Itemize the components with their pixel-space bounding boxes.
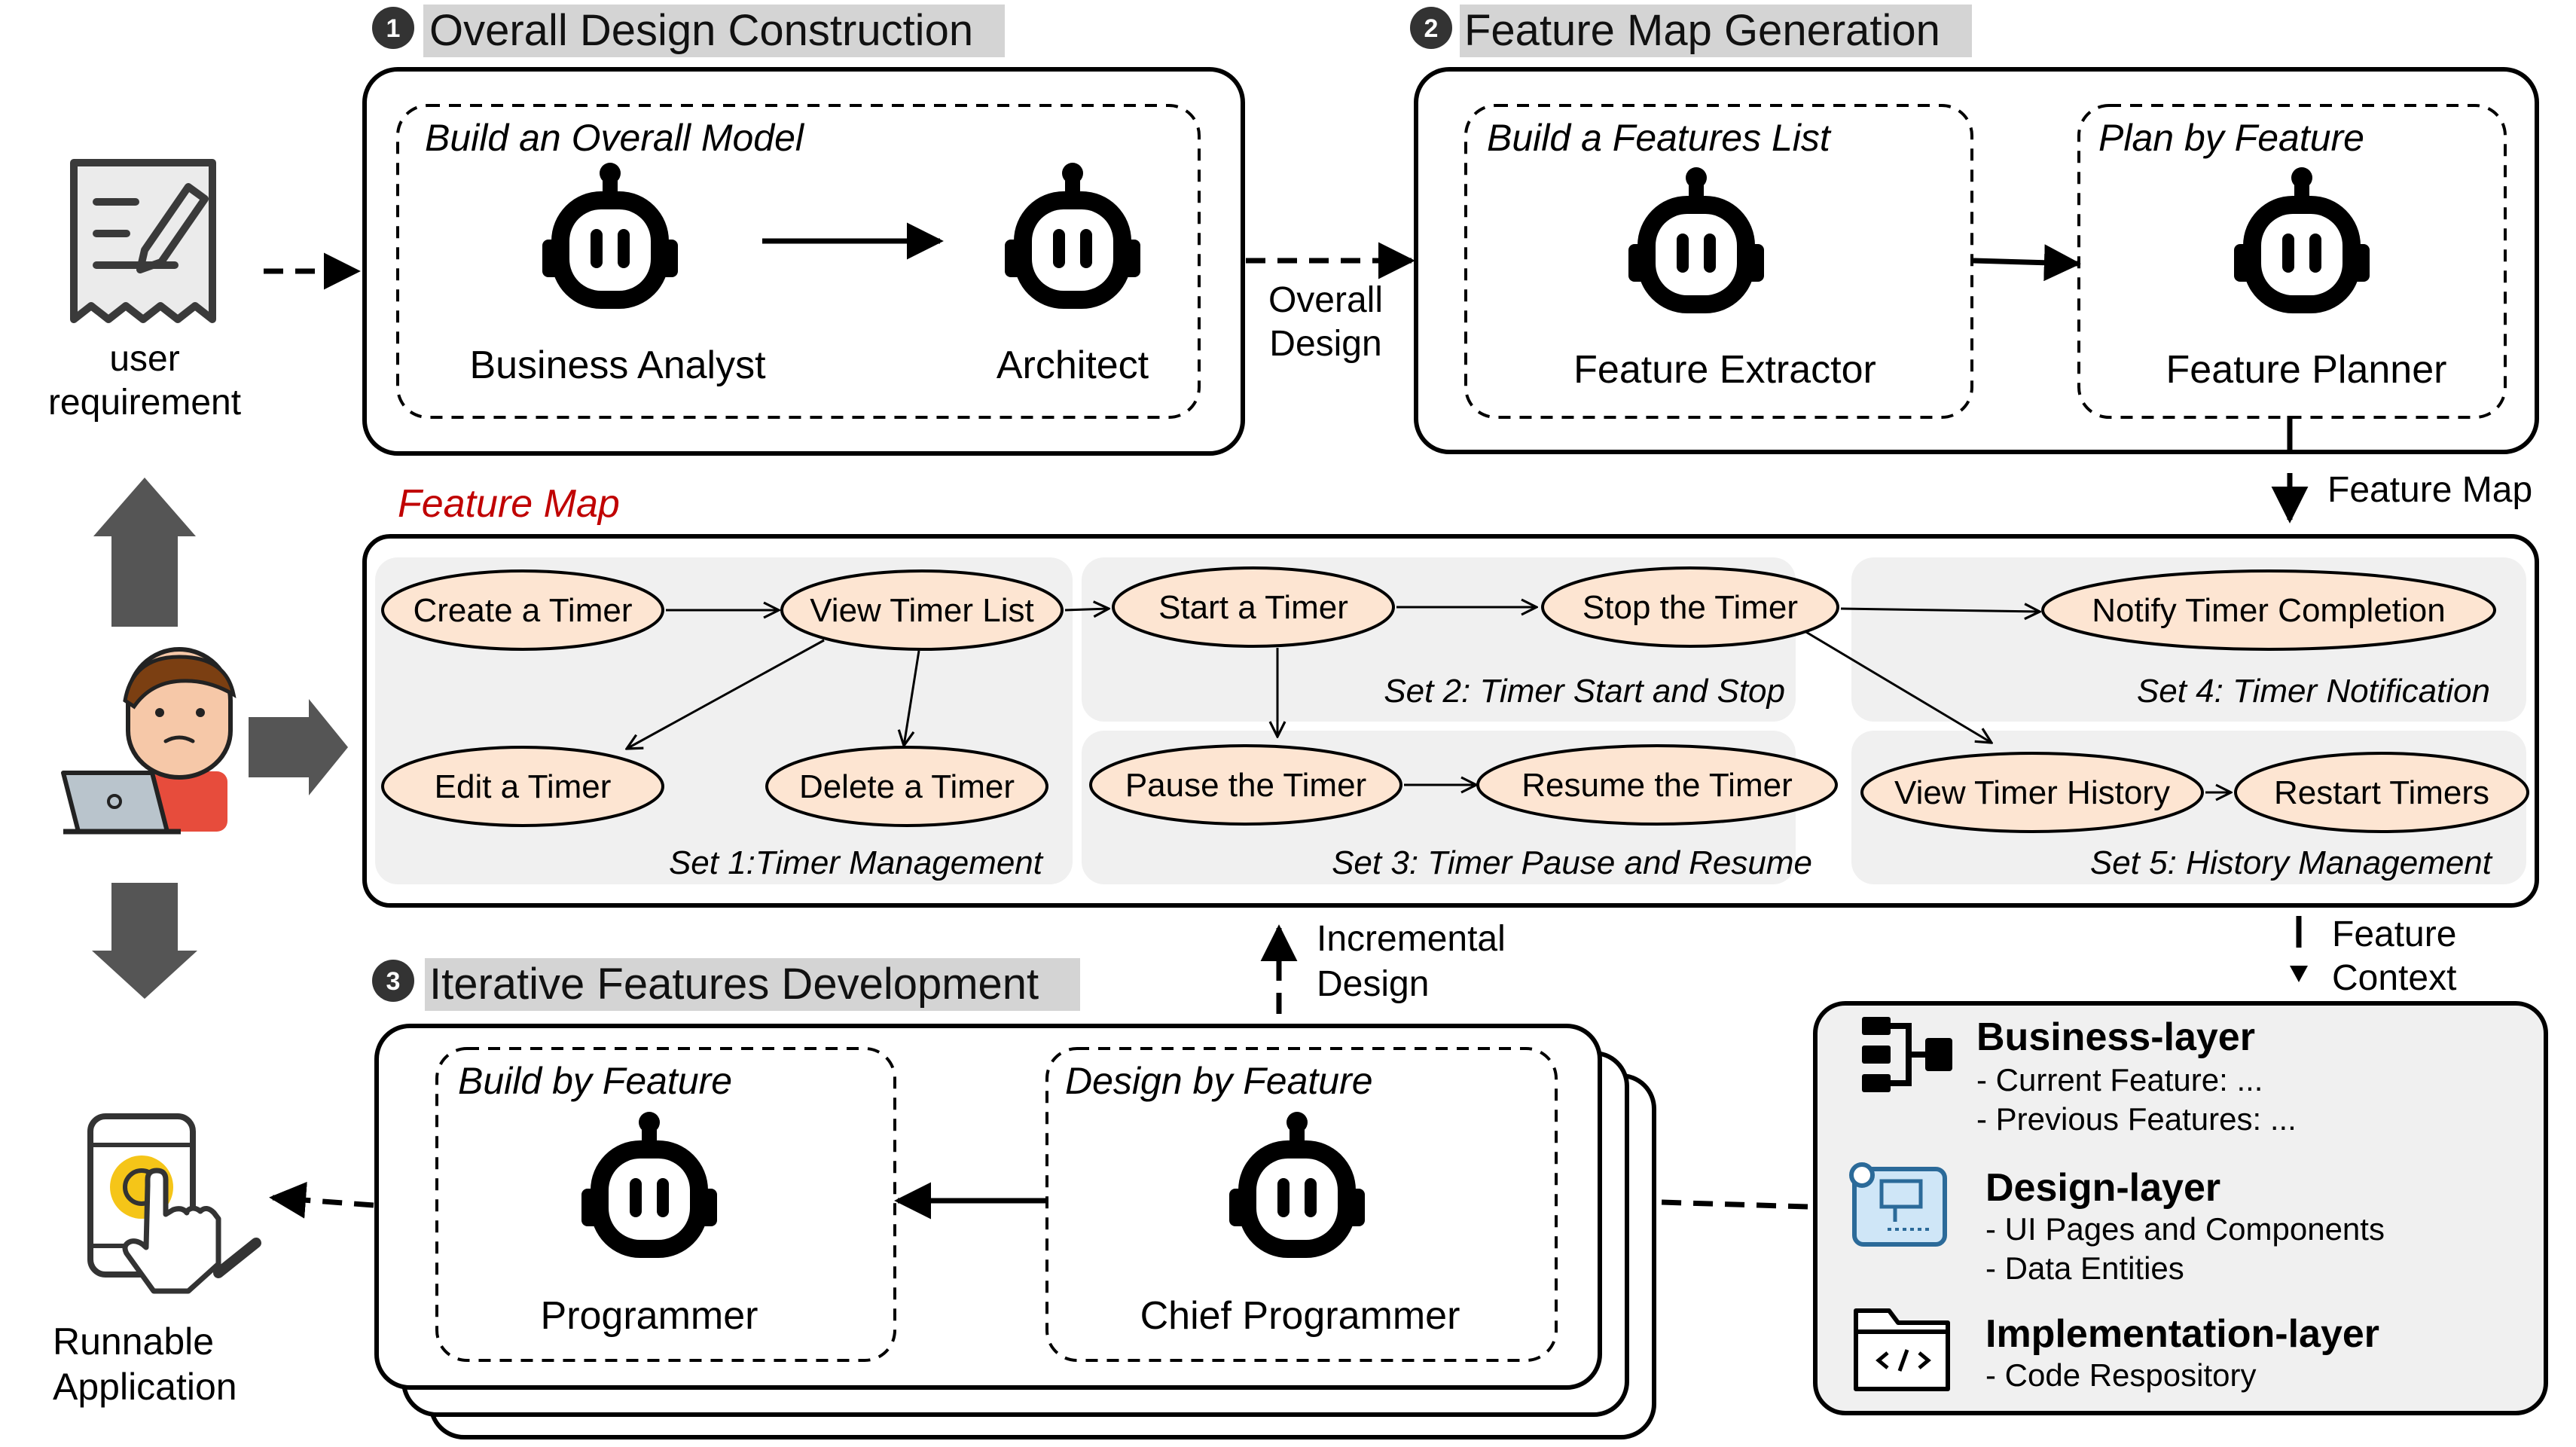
overall-model-label: Build an Overall Model [425, 117, 805, 159]
design-by-feature-label: Design by Feature [1065, 1060, 1373, 1102]
implementation-layer-folder-icon [1854, 1308, 1950, 1391]
design-layer-item-1: - UI Pages and Components [1985, 1211, 2385, 1247]
business-analyst-label: Business Analyst [469, 343, 766, 387]
down-gray-arrow [92, 883, 197, 999]
build-by-feature-label: Build by Feature [458, 1060, 732, 1102]
stage3-to-app-arrow [269, 1181, 374, 1219]
implementation-layer-title: Implementation-layer [1985, 1312, 2379, 1356]
business-layer-item-2: - Previous Features: ... [1976, 1101, 2297, 1137]
business-layer-item-1: - Current Feature: ... [1976, 1062, 2263, 1097]
feature-edge [1064, 609, 1109, 610]
stage3-title: Iterative Features Development [429, 960, 1039, 1009]
feature-node-label: Stop the Timer [1583, 589, 1798, 626]
feature-node [1112, 566, 1395, 648]
stage2-title-bg [1460, 5, 1972, 57]
feature-node [2234, 752, 2529, 833]
stage1-box [362, 67, 1245, 456]
architect-label: Architect [997, 343, 1149, 387]
design-layer-blueprint-icon [1849, 1162, 1947, 1247]
user-requirement-label-line1: user [109, 339, 179, 379]
incremental-design-label-line2: Design [1317, 964, 1429, 1004]
feature-map-title: Feature Map [398, 482, 620, 526]
feature-node [1541, 566, 1839, 648]
up-gray-arrow [93, 478, 196, 627]
developer-person-icon [61, 647, 237, 835]
feature-edge [1840, 609, 2040, 612]
stage2-number: 2 [1424, 14, 1439, 43]
feature-node [1476, 744, 1838, 826]
feature-context-label-line2: Context [2332, 958, 2456, 998]
features-list-label: Build a Features List [1487, 117, 1832, 159]
feature-node [381, 746, 664, 827]
stage2-number-badge [1410, 7, 1452, 49]
chief-programmer-label: Chief Programmer [1140, 1294, 1460, 1338]
implementation-layer-item-1: - Code Respository [1985, 1357, 2256, 1393]
feature-extractor-label: Feature Extractor [1573, 348, 1876, 392]
feature-node-label: Pause the Timer [1125, 767, 1366, 804]
feature-node-label: View Timer History [1894, 774, 2170, 811]
business-layer-title: Business-layer [1976, 1015, 2255, 1059]
feature-edge [904, 650, 920, 746]
stage2-title: Feature Map Generation [1464, 6, 1940, 55]
features-list-box [1464, 104, 1973, 419]
business-layer-icon [1862, 1017, 1952, 1092]
feature-node-label: Edit a Timer [435, 768, 612, 805]
feature-set-3-label: Set 3: Timer Pause and Resume [1332, 844, 1812, 881]
feature-node [780, 569, 1064, 651]
feature-node-label: Delete a Timer [799, 768, 1015, 805]
feature-planner-label: Feature Planner [2166, 348, 2447, 392]
feature-node-label: Start a Timer [1158, 589, 1348, 626]
feature-node-label: Resume the Timer [1521, 767, 1792, 804]
incremental-design-label-line1: Incremental [1317, 919, 1506, 959]
feature-node [2041, 569, 2496, 651]
programmer-label: Programmer [541, 1294, 758, 1338]
overall-model-box [396, 104, 1201, 419]
feature-map-connector-label: Feature Map [2327, 470, 2532, 510]
stage3-number-badge [372, 960, 414, 1002]
requirement-document-icon [70, 159, 216, 323]
stage1-header: 1 Overall Design Construction [372, 5, 1005, 57]
extractor-to-planner-arrow [1973, 244, 2081, 282]
feature-set-4-label: Set 4: Timer Notification [2137, 673, 2490, 710]
feature-node [1860, 752, 2204, 833]
design-layer-title: Design-layer [1985, 1166, 2220, 1210]
feature-set-5-label: Set 5: History Management [2090, 844, 2493, 881]
feature-node-label: Notify Timer Completion [2092, 592, 2445, 629]
stage2-header: 2 Feature Map Generation [1410, 5, 1972, 57]
stage3-title-bg [425, 958, 1080, 1011]
runnable-application-label-line2: Application [53, 1366, 237, 1408]
stage3-number: 3 [386, 967, 401, 996]
stage3-header: 3 Iterative Features Development [372, 958, 1080, 1011]
overall-design-label-line1: Overall [1268, 280, 1383, 320]
user-requirement-label-line2: requirement [48, 383, 241, 423]
right-gray-arrow [249, 699, 348, 795]
stage1-title: Overall Design Construction [429, 6, 973, 55]
feature-node-label: View Timer List [810, 592, 1034, 629]
feature-edge [1796, 625, 1992, 743]
feature-context-label-line1: Feature [2332, 914, 2456, 954]
runnable-application-icon [87, 1113, 261, 1294]
stage1-number: 1 [386, 14, 401, 43]
feature-node [1089, 744, 1402, 826]
runnable-application-label-line1: Runnable [53, 1320, 214, 1363]
feature-node-label: Create a Timer [414, 592, 633, 629]
feature-node [765, 746, 1048, 827]
feature-edge [627, 639, 825, 749]
design-layer-item-2: - Data Entities [1985, 1250, 2184, 1286]
feature-node [381, 569, 664, 651]
feature-context-arrowhead [2290, 966, 2308, 982]
feature-set-1-label: Set 1:Timer Management [669, 844, 1044, 881]
overall-design-label-line2: Design [1269, 324, 1381, 364]
design-by-feature-box [1045, 1047, 1558, 1362]
feature-context-box [1813, 1001, 2548, 1415]
stage1-title-bg [423, 5, 1005, 57]
plan-by-feature-label: Plan by Feature [2098, 117, 2364, 159]
feature-set-2-label: Set 2: Timer Start and Stop [1384, 673, 1785, 710]
feature-node-label: Restart Timers [2274, 774, 2489, 811]
stage1-number-badge [372, 7, 414, 49]
feature-edges [627, 607, 2231, 792]
